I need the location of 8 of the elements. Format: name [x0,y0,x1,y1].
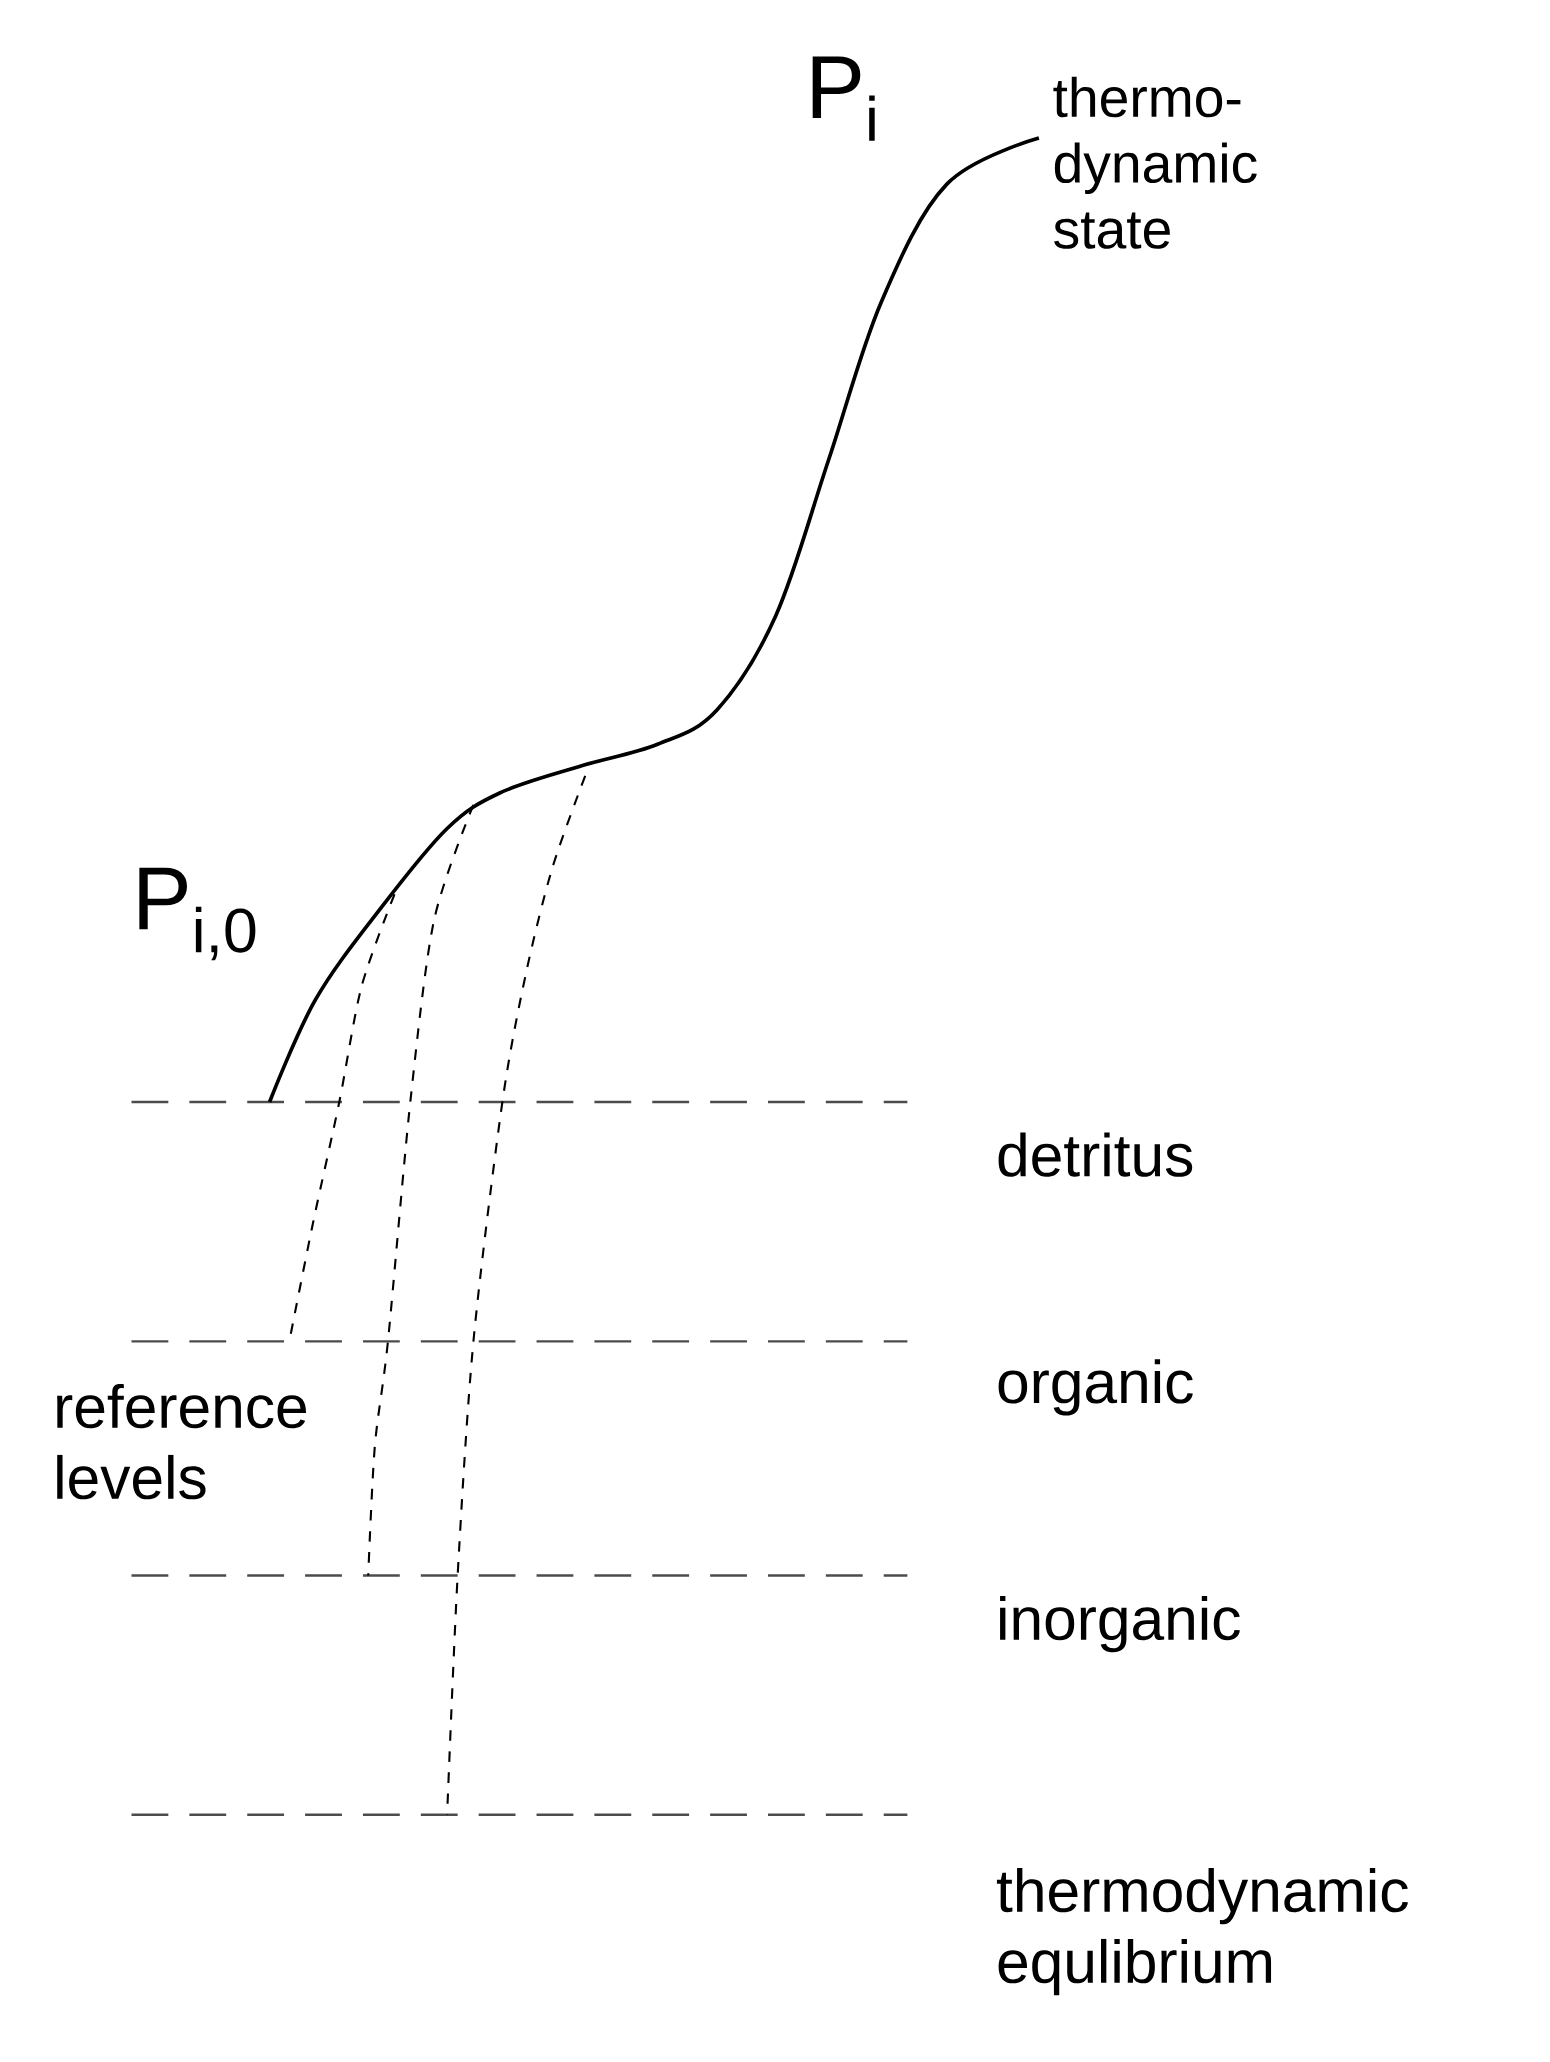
level-label: organic [998,1359,1193,1416]
level-label: thermodynamic equlibrium [996,1867,1408,1996]
level-label: detritus [998,1132,1192,1177]
axis-label: reference levels [56,1383,306,1500]
symbol-label: P$_{i}$ [812,56,875,141]
state-label: thermo-dynamic state [1053,76,1257,249]
symbol-label: P$_{i,0}$ [139,867,256,961]
level-label: inorganic [999,1595,1240,1653]
